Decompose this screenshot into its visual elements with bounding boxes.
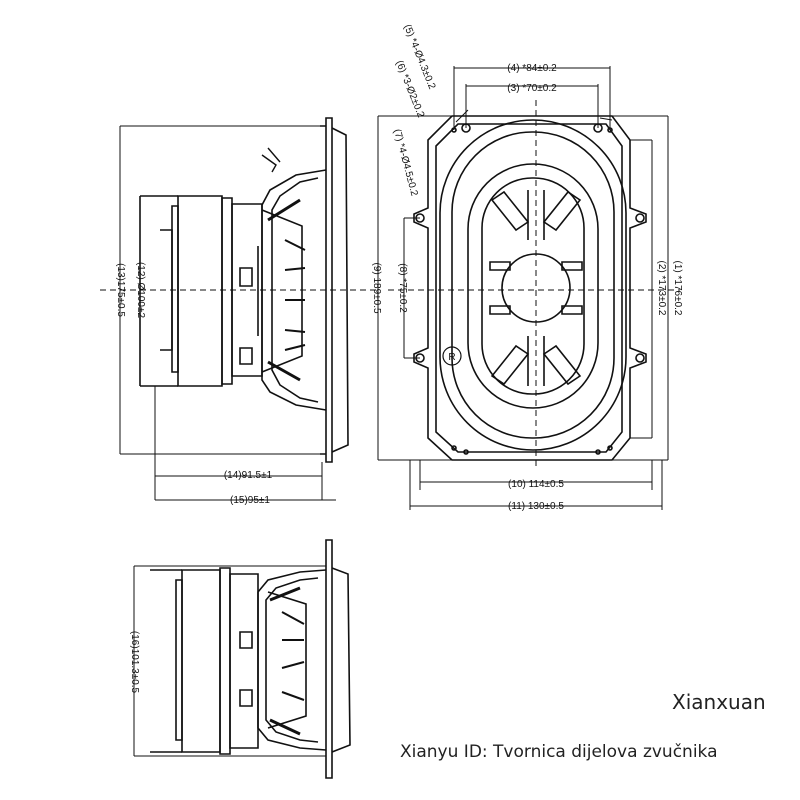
dimension-label: (4) *84±0.2 (507, 63, 557, 74)
dimension-label: (10) 114±0.5 (508, 479, 564, 490)
dimension-label: (11) 130±0.5 (508, 501, 564, 512)
dimension-label: (2) *173±0.2 (656, 261, 667, 316)
dimension-label: (3) *70±0.2 (507, 83, 557, 94)
watermark-store-id: Xianyu ID: Tvornica dijelova zvučnika (400, 742, 718, 762)
side-view-top-dimensions (100, 125, 380, 501)
dimension-label: (16)101.3±0.5 (129, 631, 140, 694)
dimension-label: (14)91.5±1 (224, 470, 273, 481)
registered-mark: R (448, 352, 455, 363)
side-view-bottom-dimensions (133, 565, 326, 757)
front-view-dimensions (377, 66, 680, 510)
front-view (413, 115, 647, 461)
dimension-label: (8) *75±0.2 (397, 263, 408, 313)
dimension-label: (12) Ø100±2 (135, 262, 146, 319)
watermark-brand: Xianxuan (672, 690, 766, 714)
dimension-label: (1) *176±0.2 (672, 261, 683, 316)
side-view-bottom (150, 539, 351, 779)
dimension-label: (9) 189±0.5 (371, 262, 382, 314)
dimension-label: (7) *4-Ø4.5±0.2 (391, 128, 420, 198)
dimension-label: (15)95±1 (230, 495, 270, 506)
dimension-label: (13)175±0.5 (115, 263, 126, 317)
